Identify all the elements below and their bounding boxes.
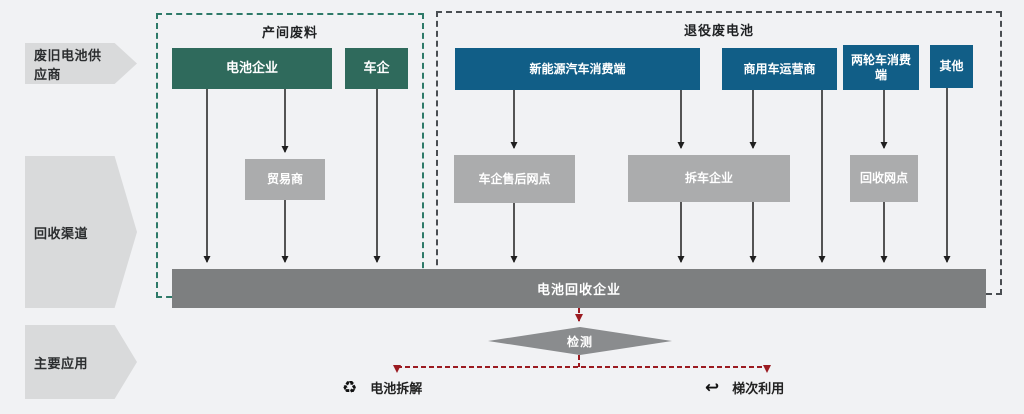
node-recycling-outlet: 回收网点 <box>850 155 918 202</box>
node-other: 其他 <box>930 45 973 88</box>
outcome-cascade: ↩ 梯次利用 <box>705 378 784 397</box>
side-label-suppliers-text: 废旧电池供应商 <box>34 47 102 82</box>
side-label-applications-text: 主要应用 <box>34 355 89 371</box>
node-commercial-operator: 商用车运营商 <box>722 48 837 90</box>
side-label-applications: 主要应用 <box>25 325 137 399</box>
outcome-cascade-label: 梯次利用 <box>732 381 785 396</box>
node-battery-company: 电池企业 <box>172 48 332 89</box>
node-recycling-company-bar: 电池回收企业 <box>172 269 986 308</box>
node-trader: 贸易商 <box>245 159 325 200</box>
outcome-dismantle-label: 电池拆解 <box>370 381 423 396</box>
group-retired-batteries-title: 退役废电池 <box>683 23 754 38</box>
node-dismantling-company: 拆车企业 <box>628 155 790 202</box>
node-nev-consumer: 新能源汽车消费端 <box>455 48 700 90</box>
recycle-icon: ♻ <box>342 378 358 397</box>
node-inspection-diamond: 检测 <box>488 327 672 355</box>
node-aftersales-outlet: 车企售后网点 <box>454 155 575 203</box>
side-label-channels: 回收渠道 <box>25 156 137 308</box>
outcome-dismantle: ♻ 电池拆解 <box>342 378 422 397</box>
node-car-company: 车企 <box>345 48 408 89</box>
side-label-suppliers: 废旧电池供应商 <box>25 43 137 84</box>
group-production-waste-title: 产间废料 <box>261 25 318 40</box>
side-label-channels-text: 回收渠道 <box>34 225 89 241</box>
node-two-wheeler-consumer: 两轮车消费端 <box>843 45 919 90</box>
undo-icon: ↩ <box>705 378 720 397</box>
